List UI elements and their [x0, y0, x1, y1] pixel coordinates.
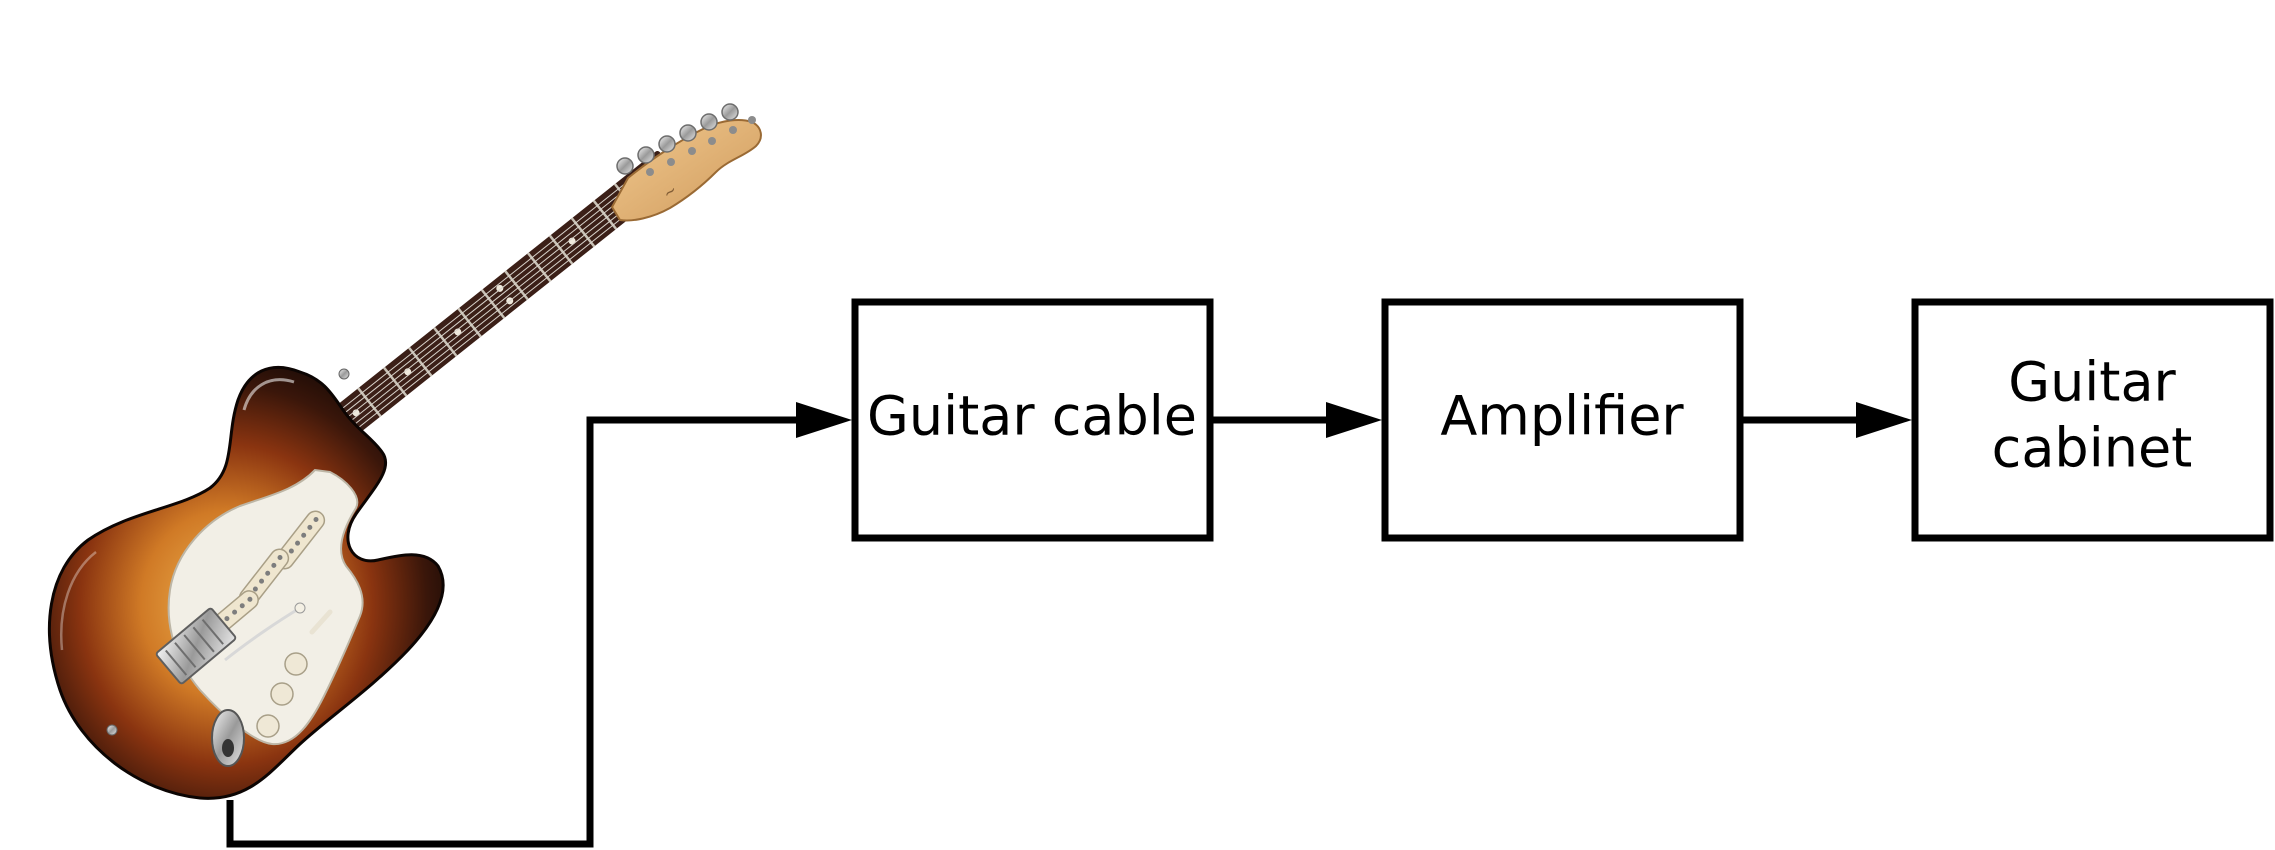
guitar-output-jack	[211, 709, 245, 767]
connector-guitar-to-cable	[226, 416, 798, 848]
block-guitar-cable: Guitar cable	[851, 298, 1214, 542]
block-guitar-cable-label: Guitar cable	[867, 385, 1197, 448]
block-amplifier: Amplifier	[1381, 298, 1744, 542]
block-guitar-cabinet-box	[1911, 298, 2274, 542]
block-amplifier-label: Amplifier	[1440, 385, 1684, 448]
connectors	[226, 416, 1856, 848]
block-guitar-cabinet: Guitar cabinet	[1911, 298, 2274, 542]
guitar-pickguard	[167, 468, 364, 746]
arrowheads	[796, 402, 1912, 438]
arrowhead-to-cable	[796, 402, 852, 438]
arrowhead-to-cabinet	[1856, 402, 1912, 438]
guitar-headstock: ~	[610, 103, 762, 222]
guitar-knobs	[256, 652, 308, 738]
block-guitar-cabinet-label-line-2: cabinet	[1992, 417, 2193, 480]
block-amplifier-box	[1381, 298, 1744, 542]
block-guitar-cable-box	[851, 298, 1214, 542]
electric-guitar-icon: ~	[47, 103, 762, 800]
guitar-bridge	[155, 607, 237, 685]
arrowhead-to-amplifier	[1326, 402, 1382, 438]
block-guitar-cabinet-label-line-1: Guitar	[2008, 351, 2176, 414]
